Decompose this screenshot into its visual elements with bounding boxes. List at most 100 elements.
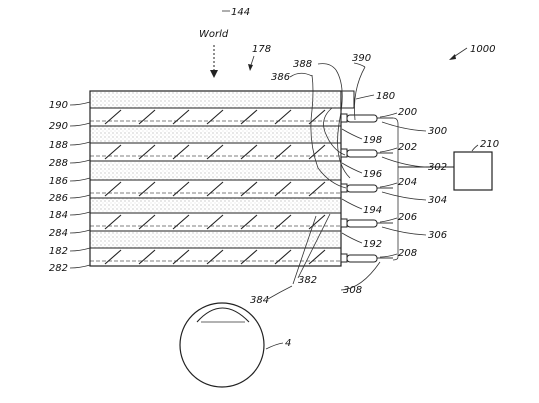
- world-arrow-head: [210, 70, 218, 78]
- left-leader-182: [69, 247, 91, 252]
- light-leader-300: [381, 121, 427, 132]
- ref-controller-label: 210: [480, 139, 499, 150]
- ref-top-box-label: 180: [376, 91, 395, 102]
- hatch-stroke: [240, 181, 258, 197]
- hatch-stroke: [274, 144, 292, 160]
- light-leader-302: [381, 156, 427, 168]
- hatch-stroke: [104, 249, 122, 265]
- hatched-layers: [89, 107, 342, 267]
- injector-leader-202: [379, 147, 398, 153]
- hatch-stroke: [308, 249, 326, 265]
- hatch-stroke: [104, 144, 122, 160]
- left-leader-290: [69, 122, 91, 127]
- left-label-188: 188: [49, 140, 68, 151]
- hatch-stroke: [240, 144, 258, 160]
- injector-port: [340, 183, 348, 193]
- injector-device: [346, 254, 378, 263]
- injector-port: [340, 113, 348, 123]
- injector-label-204: 204: [398, 177, 417, 188]
- injectors: [340, 113, 393, 263]
- left-leader-282: [69, 264, 91, 269]
- left-leader-188: [69, 141, 91, 146]
- injector-leader-206: [379, 217, 398, 223]
- injector-label-208: 208: [398, 248, 417, 259]
- top-box-180: [340, 90, 355, 109]
- top-label-386: 386: [271, 72, 290, 83]
- top-label-390: 390: [352, 53, 371, 64]
- left-leader-190: [69, 101, 91, 106]
- beam-curve-d: [354, 66, 366, 121]
- hatch-stroke: [240, 249, 258, 265]
- reference-labels: 1902901882881862861842841822822002022042…: [49, 53, 447, 306]
- controller-box: [453, 151, 493, 191]
- top-label-388: 388: [293, 59, 312, 70]
- beam-384: [297, 213, 331, 279]
- top-leader-388: [317, 63, 337, 71]
- injector-leader-204: [379, 182, 398, 188]
- eye-cornea: [196, 307, 250, 323]
- left-leader-186: [69, 177, 91, 182]
- layer-184: [89, 197, 342, 214]
- edge-label-194: 194: [363, 205, 382, 216]
- injector-device: [346, 149, 378, 158]
- left-label-284: 284: [49, 228, 68, 239]
- injector-wire-bus: [392, 117, 399, 261]
- ref-system-label: 1000: [470, 44, 495, 55]
- injector-leader-200: [379, 112, 398, 118]
- beam-curve-b: [310, 74, 347, 189]
- light-label-304: 304: [428, 195, 447, 206]
- left-label-182: 182: [49, 246, 68, 257]
- left-label-186: 186: [49, 176, 68, 187]
- hatch-stroke: [308, 181, 326, 197]
- hatch-stroke: [206, 214, 224, 230]
- edge-leader-194: [341, 198, 363, 210]
- hatch-stroke: [104, 181, 122, 197]
- ref-stack-arrowhead: [248, 64, 253, 71]
- hatch-stroke: [308, 109, 326, 125]
- ref-stack-label: 178: [252, 44, 271, 55]
- beam-382: [292, 215, 317, 285]
- top-leader-386: [289, 72, 313, 78]
- left-label-184: 184: [49, 210, 68, 221]
- ref-controller-leader: [471, 144, 479, 152]
- left-label-282: 282: [49, 263, 68, 274]
- light-leader-308: [340, 261, 381, 291]
- left-leader-286: [69, 194, 91, 199]
- hatch-stroke: [274, 109, 292, 125]
- injector-label-200: 200: [398, 107, 417, 118]
- edge-leader-192: [341, 232, 363, 244]
- injector-device: [346, 184, 378, 193]
- hatch-stroke: [308, 144, 326, 160]
- waveguide-stack: [89, 90, 342, 267]
- hatch-stroke: [138, 214, 156, 230]
- left-label-286: 286: [49, 193, 68, 204]
- hatch-stroke: [138, 249, 156, 265]
- ref-eye-leader: [265, 342, 284, 350]
- hatch-stroke: [308, 214, 326, 230]
- hatch-stroke: [172, 144, 190, 160]
- ref-world-label: 144: [231, 7, 250, 18]
- hatch-stroke: [138, 144, 156, 160]
- left-leader-284: [69, 229, 91, 234]
- hatch-stroke: [138, 109, 156, 125]
- layer-186: [89, 160, 342, 181]
- eye: [179, 302, 265, 388]
- ref-eye-label: 4: [285, 338, 291, 349]
- edge-label-198: 198: [363, 135, 382, 146]
- left-leader-288: [69, 159, 91, 164]
- edge-leader-196: [341, 162, 363, 174]
- hatch-stroke: [240, 214, 258, 230]
- bottom-label-382: 382: [298, 275, 317, 286]
- edge-leader-198: [341, 128, 363, 140]
- light-leader-304: [381, 191, 427, 201]
- left-leader-184: [69, 211, 91, 216]
- ref-system-arrowhead: [449, 54, 456, 60]
- injector-port: [340, 218, 348, 228]
- stack-outline: [89, 90, 342, 267]
- hatch-stroke: [104, 109, 122, 125]
- hatch-stroke: [274, 249, 292, 265]
- bottom-leader-384: [267, 285, 293, 300]
- light-label-300: 300: [428, 126, 447, 137]
- light-label-302: 302: [428, 162, 447, 173]
